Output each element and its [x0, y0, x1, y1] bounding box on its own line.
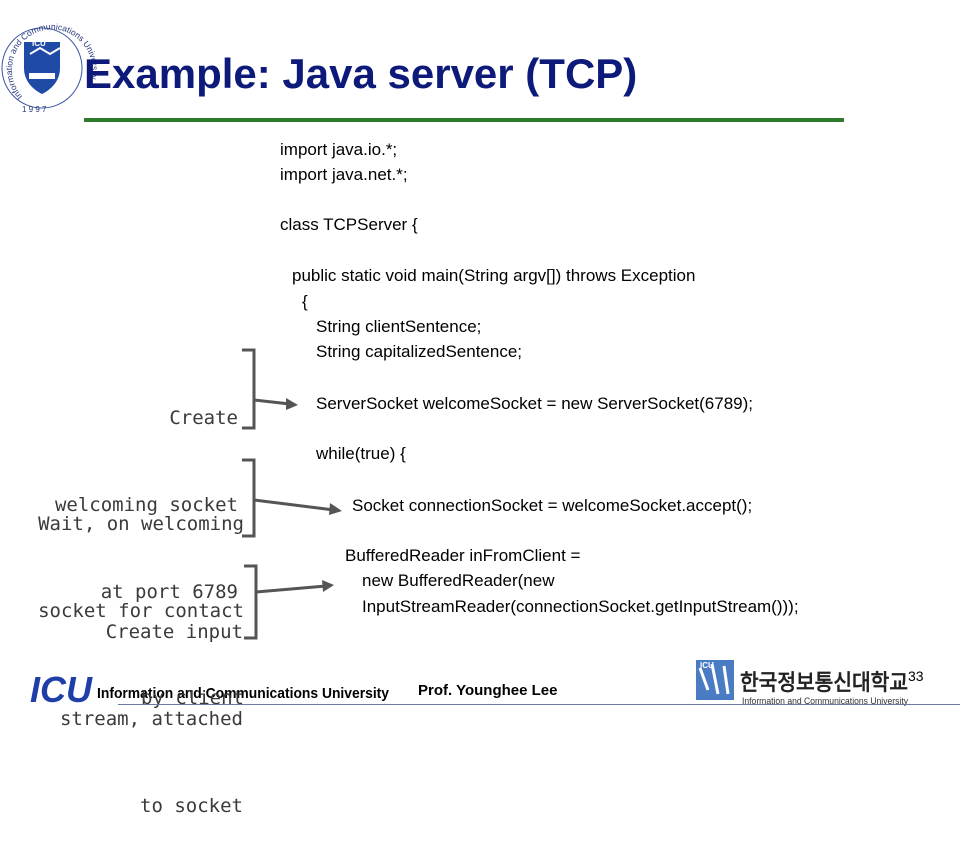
footer-icu-logo: ICU Information and Communications Unive…	[30, 669, 390, 710]
code-line: import java.net.*;	[280, 165, 408, 184]
seal-shield-icon	[24, 42, 60, 94]
arrow-head-3	[322, 580, 334, 592]
code-line: {	[302, 292, 308, 311]
bracket-1	[242, 348, 256, 430]
annotation-line: Create	[169, 407, 238, 429]
arrow-line-2	[253, 498, 335, 512]
footer-logo-letters: ICU	[30, 669, 93, 710]
code-line: Socket connectionSocket = welcomeSocket.…	[352, 496, 753, 515]
code-line: String capitalizedSentence;	[316, 342, 523, 361]
code-line: String clientSentence;	[316, 317, 482, 336]
footer-korean-logo: ICU 한국정보통신대학교 Information and Communicat…	[696, 660, 908, 706]
annotation-connectors	[242, 348, 335, 640]
code-line: import java.io.*;	[280, 140, 398, 159]
presenter-name: Prof. Younghee Lee	[418, 682, 558, 699]
seal-year: 1 9 9 7	[22, 105, 47, 114]
code-line: InputStreamReader(connectionSocket.getIn…	[362, 597, 799, 616]
seal-short-text: ICU	[32, 39, 46, 48]
footer-divider	[118, 704, 960, 705]
footer-university-name: Information and Communications Universit…	[97, 685, 390, 702]
code-line: while(true) {	[316, 444, 406, 463]
title-divider	[84, 118, 844, 122]
bracket-3	[244, 564, 258, 640]
arrow-line-3	[255, 584, 327, 594]
annotation-welcoming-socket: Create welcoming socket at port 6789	[55, 346, 238, 636]
code-line: BufferedReader inFromClient =	[345, 546, 581, 565]
code-line: public static void main(String argv[]) t…	[292, 266, 696, 285]
footer-korean-name: 한국정보통신대학교	[740, 671, 908, 696]
annotation-wait-contact: Wait, on welcoming socket for contact by…	[38, 452, 244, 742]
korean-logo-emblem-text: ICU	[700, 661, 714, 670]
slide-graphics: Information and Communications Universit…	[1, 21, 908, 710]
arrow-head-1	[286, 398, 298, 410]
arrow-line-1	[253, 398, 291, 406]
annotation-line: welcoming socket	[54, 494, 238, 516]
annotation-line: Wait, on welcoming	[38, 513, 244, 535]
annotation-line: at port 6789	[100, 581, 238, 603]
annotation-line: Create input	[105, 621, 243, 643]
slide-title: Example: Java server (TCP)	[84, 50, 638, 97]
code-line: ServerSocket welcomeSocket = new ServerS…	[316, 394, 754, 413]
page-number: 33	[908, 668, 924, 684]
annotation-line: socket for contact	[38, 600, 244, 622]
arrow-head-2	[329, 503, 342, 515]
code-line: class TCPServer {	[280, 215, 418, 234]
bracket-2	[242, 458, 256, 538]
annotation-line: to socket	[140, 795, 243, 817]
arrow-heads	[286, 398, 342, 592]
annotation-input-stream: Create input stream, attached to socket	[60, 560, 243, 850]
annotation-line: by client	[141, 687, 244, 709]
footer-korean-subtitle: Information and Communications Universit…	[742, 696, 908, 706]
code-line: new BufferedReader(new	[362, 571, 555, 590]
